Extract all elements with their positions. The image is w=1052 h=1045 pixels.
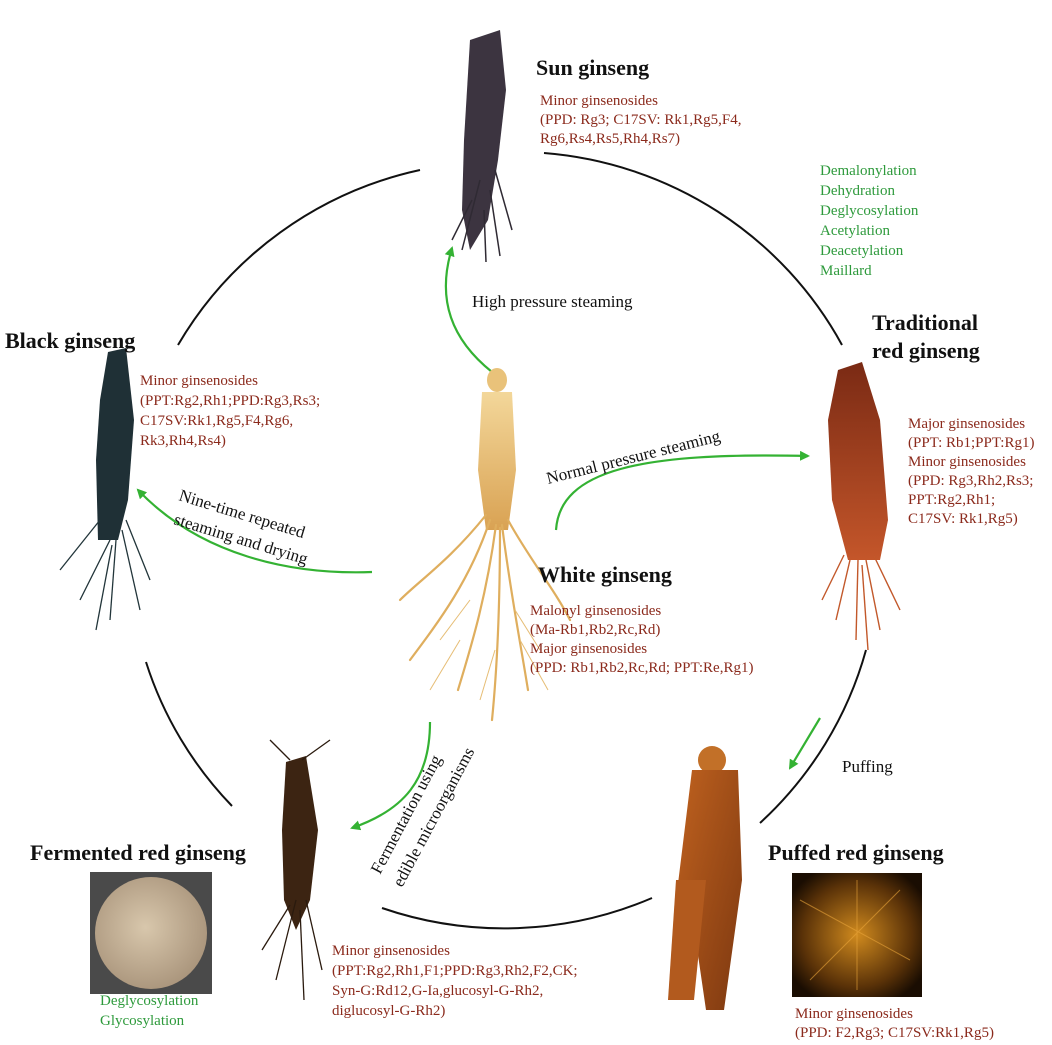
traditional-red-desc-line-1: Major ginsenosides <box>908 416 1025 432</box>
fermented-desc-line-2: (PPT:Rg2,Rh1,F1;PPD:Rg3,Rh2,F2,CK; <box>332 963 578 979</box>
white-ginseng-desc-line-1: Malonyl ginsenosides <box>530 603 661 619</box>
reaction-item-6: Maillard <box>820 263 872 279</box>
process-arrows <box>136 246 821 831</box>
fermented-desc-line-4: diglucosyl-G-Rh2) <box>332 1003 445 1019</box>
black-ginseng-desc-line-3: C17SV:Rk1,Rg5,F4,Rg6, <box>140 413 293 429</box>
traditional-red-ginseng-root-image <box>821 362 901 651</box>
process-label-high-pressure: High pressure steaming <box>472 292 633 311</box>
cycle-ring <box>145 152 867 930</box>
process-label-puffing: Puffing <box>842 757 893 776</box>
puffed-desc-line-2: (PPD: F2,Rg3; C17SV:Rk1,Rg5) <box>795 1025 994 1041</box>
traditional-red-desc-line-5: PPT:Rg2,Rh1; <box>908 492 995 508</box>
fermented-reaction-1: Deglycosylation <box>100 993 199 1009</box>
fermented-desc-line-1: Minor ginsenosides <box>332 943 450 959</box>
traditional-red-desc-line-3: Minor ginsenosides <box>908 454 1026 470</box>
reaction-item-1: Demalonylation <box>820 163 917 179</box>
arrow-normal-pressure <box>554 450 810 531</box>
fermented-red-ginseng-title: Fermented red ginseng <box>30 840 246 865</box>
black-ginseng-desc-line-4: Rk3,Rh4,Rs4) <box>140 433 226 449</box>
white-ginseng-root-image <box>398 368 572 722</box>
arrow-nine-time <box>136 488 373 574</box>
arrow-puffing <box>788 717 821 770</box>
white-ginseng-title: White ginseng <box>538 562 672 587</box>
black-ginseng-root-image <box>59 348 151 631</box>
traditional-red-desc-line-6: C17SV: Rk1,Rg5) <box>908 511 1018 527</box>
sun-ginseng-title: Sun ginseng <box>536 55 649 80</box>
cycle-arc-fermented-to-black <box>145 661 233 807</box>
fermented-desc-line-3: Syn-G:Rd12,G-Ia,glucosyl-G-Rh2, <box>332 983 543 999</box>
fermented-disc-image <box>90 872 212 994</box>
puffed-red-ginseng-root-image <box>668 746 742 1010</box>
black-ginseng-desc-line-2: (PPT:Rg2,Rh1;PPD:Rg3,Rs3; <box>140 393 320 409</box>
white-ginseng-desc-line-4: (PPD: Rb1,Rb2,Rc,Rd; PPT:Re,Rg1) <box>530 660 753 676</box>
black-ginseng-desc-line-1: Minor ginsenosides <box>140 373 258 389</box>
reaction-item-4: Acetylation <box>820 223 890 239</box>
cycle-arc-sun-to-red <box>543 152 843 346</box>
sun-ginseng-desc-line-1: Minor ginsenosides <box>540 93 658 109</box>
traditional-red-title-line-2: red ginseng <box>872 338 980 363</box>
fermented-reaction-2: Glycosylation <box>100 1013 185 1029</box>
sun-ginseng-root-image <box>451 30 513 263</box>
traditional-red-title-line-1: Traditional <box>872 310 978 335</box>
cycle-arc-red-to-puffed <box>759 649 867 824</box>
puffed-red-ginseng-title: Puffed red ginseng <box>768 840 944 865</box>
reaction-item-5: Deacetylation <box>820 243 904 259</box>
black-ginseng-title: Black ginseng <box>5 328 135 353</box>
sun-ginseng-desc-line-2: (PPD: Rg3; C17SV: Rk1,Rg5,F4, <box>540 112 741 128</box>
sun-ginseng-desc-line-3: Rg6,Rs4,Rs5,Rh4,Rs7) <box>540 131 680 147</box>
traditional-red-desc-line-2: (PPT: Rb1;PPT:Rg1) <box>908 435 1034 451</box>
white-ginseng-desc-line-2: (Ma-Rb1,Rb2,Rc,Rd) <box>530 622 660 638</box>
fermented-red-ginseng-root-image <box>261 739 331 1001</box>
white-ginseng-desc-line-3: Major ginsenosides <box>530 641 647 657</box>
reaction-item-3: Deglycosylation <box>820 203 919 219</box>
reaction-item-2: Dehydration <box>820 183 895 199</box>
cycle-arc-puffed-to-fermented <box>381 897 653 930</box>
cycle-arc-black-to-sun <box>177 169 421 346</box>
puffed-cross-section-image <box>792 873 922 997</box>
traditional-red-desc-line-4: (PPD: Rg3,Rh2,Rs3; <box>908 473 1033 489</box>
arrow-fermentation <box>350 721 432 831</box>
arrow-high-pressure <box>444 246 493 373</box>
puffed-desc-line-1: Minor ginsenosides <box>795 1006 913 1022</box>
